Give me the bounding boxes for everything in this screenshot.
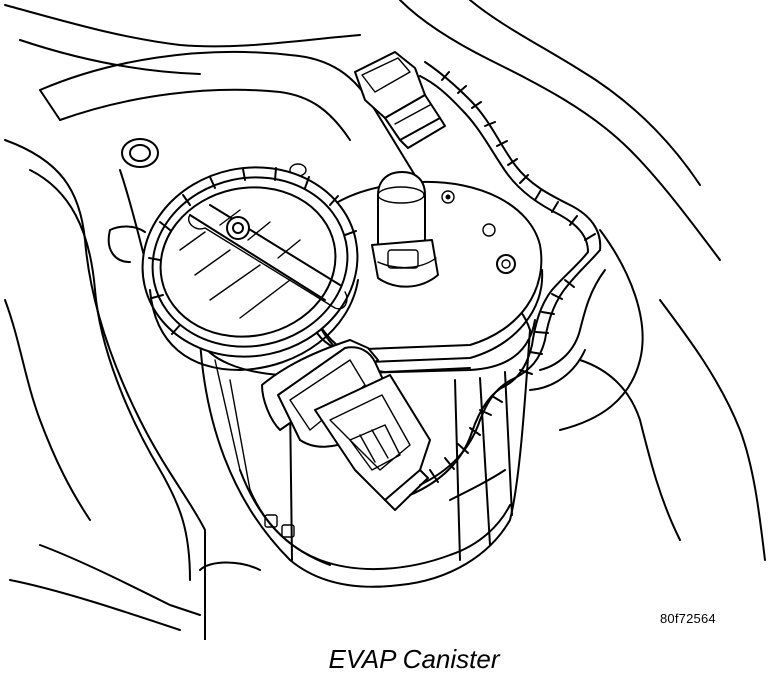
canister-port-nipple — [371, 171, 439, 288]
vehicle-body-outline — [4, 0, 766, 640]
vent-filter-cap — [141, 166, 359, 371]
evap-canister-illustration — [4, 0, 766, 640]
figure-id-label: 80f72564 — [660, 611, 716, 626]
figure-caption: EVAP Canister — [328, 644, 500, 674]
harness-connector-top — [354, 51, 446, 149]
wiring-harness — [409, 61, 606, 501]
vent-valve-connector — [261, 339, 431, 511]
